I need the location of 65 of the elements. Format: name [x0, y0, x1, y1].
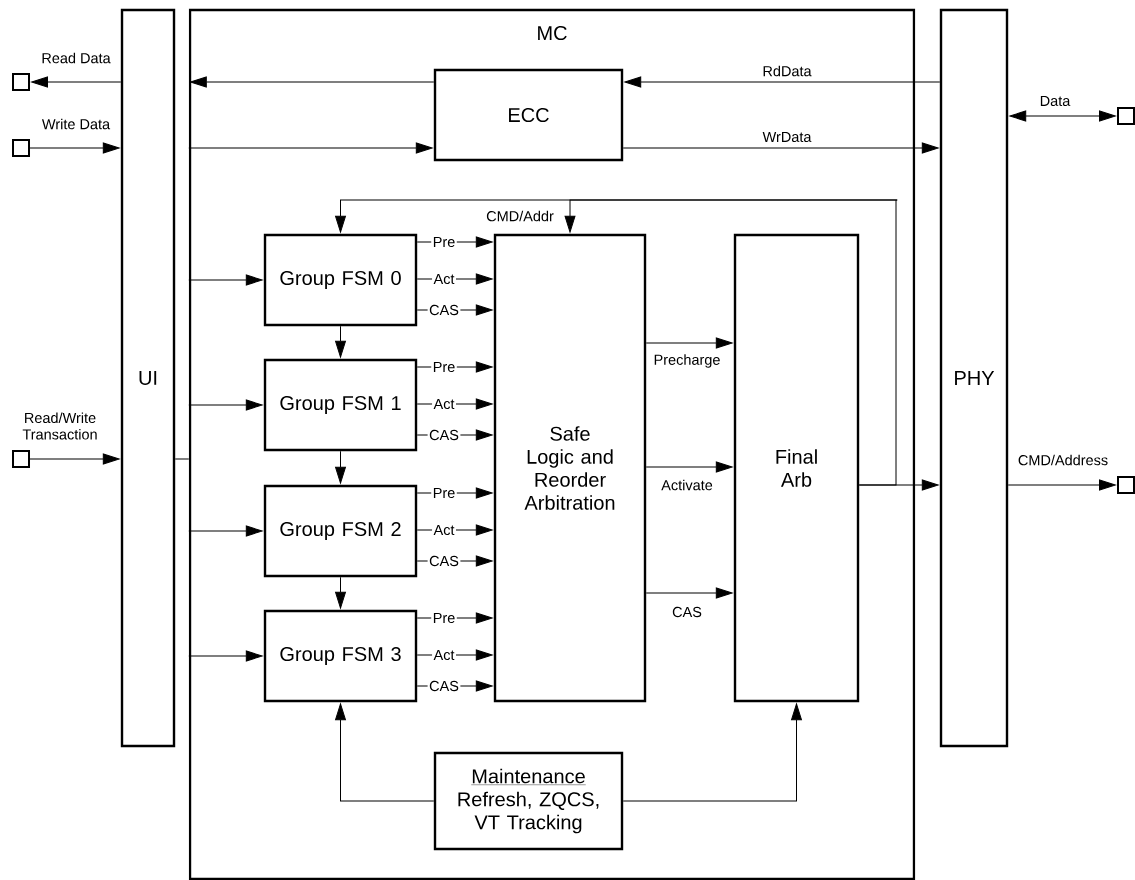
edge-label: Pre: [431, 611, 457, 625]
module-box: Maintenance Refresh, ZQCS, VT Tracking: [433, 751, 624, 851]
arrow: [190, 76, 435, 88]
edge-label: Pre: [431, 360, 457, 374]
module-box: Final Arb: [733, 233, 860, 703]
edge-label: Act: [432, 523, 456, 537]
arrow: [188, 525, 263, 537]
module-box: Safe Logic and Reorder Arbitration: [493, 233, 647, 703]
edge-label: WrData: [761, 130, 813, 144]
edge-label: Pre: [431, 235, 457, 249]
edge-label: Pre: [431, 486, 457, 500]
edge-label: Read/Write Transaction: [11, 410, 109, 442]
edge-label: CAS: [427, 554, 461, 568]
module-box: Group FSM 1: [263, 358, 418, 452]
port-square: [12, 139, 30, 157]
port-square: [1117, 476, 1135, 494]
edge-label: Read Data: [39, 51, 113, 65]
edge-label: Precharge: [652, 352, 722, 370]
module-box: ECC: [433, 68, 624, 162]
arrow: [416, 273, 493, 285]
edge-label: CAS: [670, 605, 704, 619]
arrow: [1009, 110, 1116, 122]
edge-label: Act: [432, 272, 456, 286]
edge-label: Write Data: [40, 117, 112, 131]
interface-block: UI: [120, 8, 176, 748]
module-box: Group FSM 2: [263, 484, 418, 578]
arrow: [622, 142, 939, 154]
arrow: [31, 76, 122, 88]
edge-label: Act: [432, 648, 456, 662]
interface-block: PHY: [939, 8, 1009, 748]
arrow: [335, 450, 346, 484]
edge-label: RdData: [760, 64, 814, 78]
arrow: [645, 337, 733, 349]
arrow: [335, 325, 346, 358]
edge-label: CAS: [427, 679, 461, 693]
arrow: [335, 703, 435, 802]
arrow: [624, 76, 941, 88]
arrow: [622, 703, 802, 802]
port-square: [12, 450, 30, 468]
edge-label: Act: [432, 397, 456, 411]
edge-label: CAS: [427, 303, 461, 317]
arrow: [645, 461, 733, 473]
arrow: [416, 649, 493, 661]
arrow: [1007, 479, 1116, 491]
arrow: [645, 587, 733, 599]
port-square: [12, 73, 30, 91]
arrow: [188, 399, 263, 411]
arrow: [416, 524, 493, 536]
edge-label: Activate: [659, 478, 715, 492]
arrow: [335, 576, 346, 609]
arrow: [188, 142, 433, 154]
arrow: [188, 650, 263, 662]
arrow: [858, 479, 939, 491]
edge-label: Data: [1038, 94, 1072, 108]
edge-label: CAS: [427, 428, 461, 442]
module-box: Group FSM 3: [263, 609, 418, 703]
edge-label: CMD/Addr: [484, 209, 556, 223]
arrow: [29, 453, 120, 465]
arrow: [416, 398, 493, 410]
port-square: [1117, 107, 1135, 125]
edge-label: CMD/Address: [1016, 453, 1110, 467]
arrow: [29, 142, 120, 154]
arrow: [564, 199, 898, 233]
arrow: [188, 274, 263, 286]
module-box: Group FSM 0: [263, 233, 418, 327]
